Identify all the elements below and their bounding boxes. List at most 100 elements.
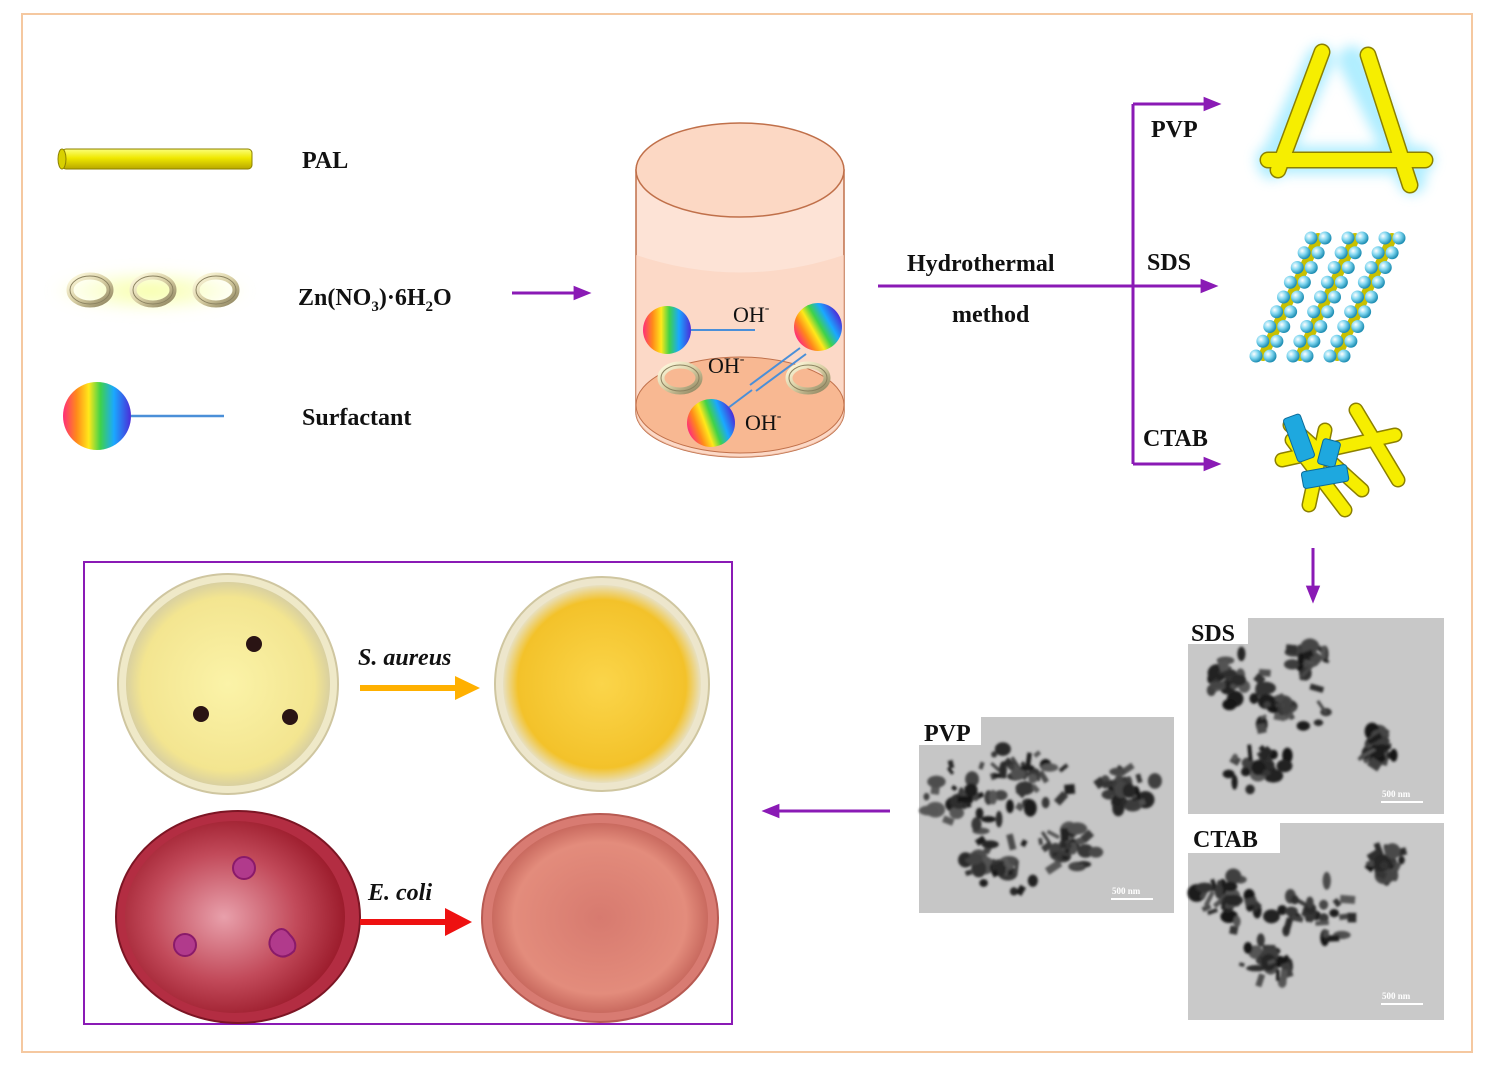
nanoparticle bbox=[1217, 659, 1230, 673]
nanoparticle bbox=[1231, 753, 1239, 762]
legend-zinc-rings bbox=[50, 269, 250, 313]
nanoparticle bbox=[1282, 917, 1294, 934]
nanoparticle bbox=[1322, 871, 1331, 890]
reactor-beaker bbox=[635, 122, 845, 458]
bead bbox=[1307, 305, 1321, 319]
nanoparticle bbox=[1339, 894, 1356, 904]
nanoparticle bbox=[1223, 881, 1238, 892]
bead bbox=[1337, 320, 1351, 333]
bead bbox=[1327, 261, 1341, 274]
nanoparticle bbox=[1231, 674, 1247, 686]
nanoparticle bbox=[1279, 969, 1288, 981]
outer-frame bbox=[21, 13, 1473, 1053]
nanoparticle bbox=[1361, 747, 1377, 758]
tem-pvp-scale-text: 500 nm bbox=[1112, 886, 1141, 896]
sample-disc bbox=[268, 928, 297, 958]
nanoparticle bbox=[990, 761, 1001, 773]
reactor-zinc-ring-left bbox=[657, 361, 703, 395]
nanoparticle bbox=[1124, 799, 1140, 811]
nanoparticle bbox=[1006, 833, 1017, 851]
bead bbox=[1371, 246, 1385, 260]
bead bbox=[1330, 334, 1344, 348]
bead bbox=[1355, 231, 1369, 245]
branch-label-pvp: PVP bbox=[1151, 117, 1198, 143]
reactor-surfactant-2 bbox=[749, 303, 842, 392]
nanoparticle bbox=[1080, 829, 1095, 843]
bead bbox=[1297, 275, 1311, 289]
nanoparticle bbox=[946, 766, 954, 775]
nanoparticle bbox=[1366, 848, 1383, 863]
nanoparticle bbox=[1297, 652, 1304, 666]
bead bbox=[1284, 305, 1298, 319]
bead bbox=[1351, 290, 1364, 304]
nanoparticle bbox=[1276, 969, 1280, 981]
zinc-ring-2 bbox=[129, 272, 177, 308]
sample-disc bbox=[173, 933, 197, 957]
bead bbox=[1314, 320, 1328, 333]
nanoparticle bbox=[1014, 860, 1020, 875]
bead bbox=[1385, 246, 1399, 260]
nanoparticle bbox=[1246, 965, 1267, 972]
tem-image-pvp: 500 nm PVP bbox=[918, 717, 1174, 913]
nanoparticle bbox=[1102, 780, 1113, 788]
nanoparticle bbox=[1373, 842, 1384, 857]
nanoparticle bbox=[1306, 896, 1314, 908]
nanoparticle bbox=[1267, 958, 1276, 966]
nanoparticle bbox=[1274, 954, 1290, 968]
nanoparticle bbox=[1195, 882, 1214, 893]
sample-disc bbox=[246, 636, 262, 652]
legend-zinc-label: Zn(NO3)·6H2O bbox=[298, 285, 452, 315]
nanoparticle bbox=[1284, 906, 1298, 916]
bead bbox=[1392, 231, 1406, 245]
nanoparticle bbox=[1280, 702, 1287, 709]
nanoparticle bbox=[1109, 767, 1126, 776]
nanoparticle bbox=[1322, 929, 1330, 938]
plate-e-coli-before bbox=[115, 810, 361, 1024]
nanoparticle bbox=[1093, 776, 1106, 790]
bead bbox=[1263, 320, 1277, 333]
nanoparticle bbox=[1015, 884, 1026, 896]
bead bbox=[1344, 305, 1358, 319]
nanoparticle bbox=[1266, 706, 1273, 713]
process-label-line1: Hydrothermal bbox=[907, 251, 1055, 277]
branch-arrows bbox=[878, 96, 1222, 472]
reactor-zinc-ring-right bbox=[785, 361, 831, 395]
nanoparticle bbox=[1061, 855, 1069, 861]
bead bbox=[1378, 261, 1392, 274]
tem-sds-label: SDS bbox=[1191, 621, 1235, 647]
nanoparticle bbox=[1238, 962, 1245, 967]
bead bbox=[1300, 349, 1314, 363]
bead bbox=[1378, 231, 1392, 245]
nanoparticle bbox=[918, 805, 938, 816]
beaded-rod bbox=[1286, 231, 1369, 363]
nanoparticle bbox=[964, 783, 978, 797]
nanoparticle bbox=[1347, 912, 1357, 923]
nanoparticle bbox=[1373, 744, 1391, 751]
nanoparticle bbox=[1323, 658, 1330, 664]
nanoparticle bbox=[1237, 646, 1246, 662]
nanoparticle bbox=[1315, 920, 1329, 926]
nanoparticle bbox=[1038, 837, 1044, 846]
bead bbox=[1314, 290, 1327, 304]
nanoparticle bbox=[981, 840, 999, 849]
zinc-ring-3 bbox=[192, 272, 240, 308]
nanoparticle bbox=[999, 761, 1007, 779]
nanoparticle bbox=[1258, 745, 1274, 762]
nanoparticle bbox=[1067, 822, 1088, 835]
nanoparticle bbox=[994, 742, 1011, 756]
arrow-s-aureus bbox=[360, 676, 480, 700]
nanoparticle bbox=[1222, 769, 1235, 779]
nanoparticle bbox=[1070, 863, 1085, 868]
nanoparticle bbox=[1384, 843, 1401, 860]
nanoparticle bbox=[1316, 700, 1328, 715]
nanoparticle bbox=[1258, 669, 1271, 677]
nanoparticle bbox=[1212, 896, 1225, 908]
bead bbox=[1348, 246, 1362, 260]
label-e-coli: E. coli bbox=[367, 880, 432, 906]
legend-surfactant-icon bbox=[63, 382, 224, 450]
nanoparticle bbox=[1256, 723, 1267, 734]
nanoparticle bbox=[1260, 714, 1267, 720]
nanoparticle bbox=[1015, 802, 1025, 812]
nanoparticle bbox=[1059, 840, 1067, 849]
